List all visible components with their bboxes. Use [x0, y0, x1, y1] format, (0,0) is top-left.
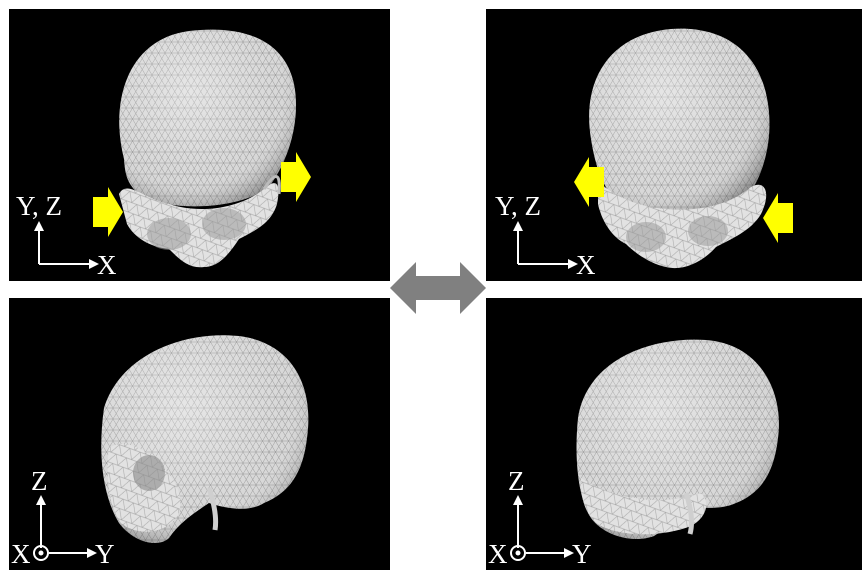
axis-label-vertical: Y, Z [16, 193, 62, 220]
double-headed-arrow-icon [390, 262, 486, 314]
axis-label-out-of-plane: X [11, 541, 31, 568]
yellow-arrow-right [763, 193, 793, 243]
axis-label-out-of-plane: X [488, 541, 508, 568]
panel-bottom-left-lateral-view: Z Y X [9, 298, 390, 570]
yellow-arrow-left [93, 187, 123, 237]
axis-label-vertical: Z [31, 468, 48, 495]
skull-posterior-mesh-top-right [486, 9, 862, 281]
panel-bottom-right-lateral-view: Z Y X [486, 298, 862, 570]
yellow-arrow-right [281, 152, 311, 202]
axis-label-horizontal: Y [572, 541, 592, 568]
panel-top-right-posterior-view: Y, Z X [486, 9, 862, 281]
axis-label-horizontal: X [97, 252, 117, 279]
panel-top-left-posterior-view: Y, Z X [9, 9, 390, 281]
skull-posterior-mesh-top-left [9, 9, 390, 281]
axis-label-horizontal: X [576, 252, 596, 279]
axis-label-vertical: Y, Z [495, 193, 541, 220]
axis-label-vertical: Z [508, 468, 525, 495]
skull-lateral-mesh-bottom-left [9, 298, 390, 570]
axis-label-horizontal: Y [95, 541, 115, 568]
skull-lateral-mesh-bottom-right [486, 298, 862, 570]
